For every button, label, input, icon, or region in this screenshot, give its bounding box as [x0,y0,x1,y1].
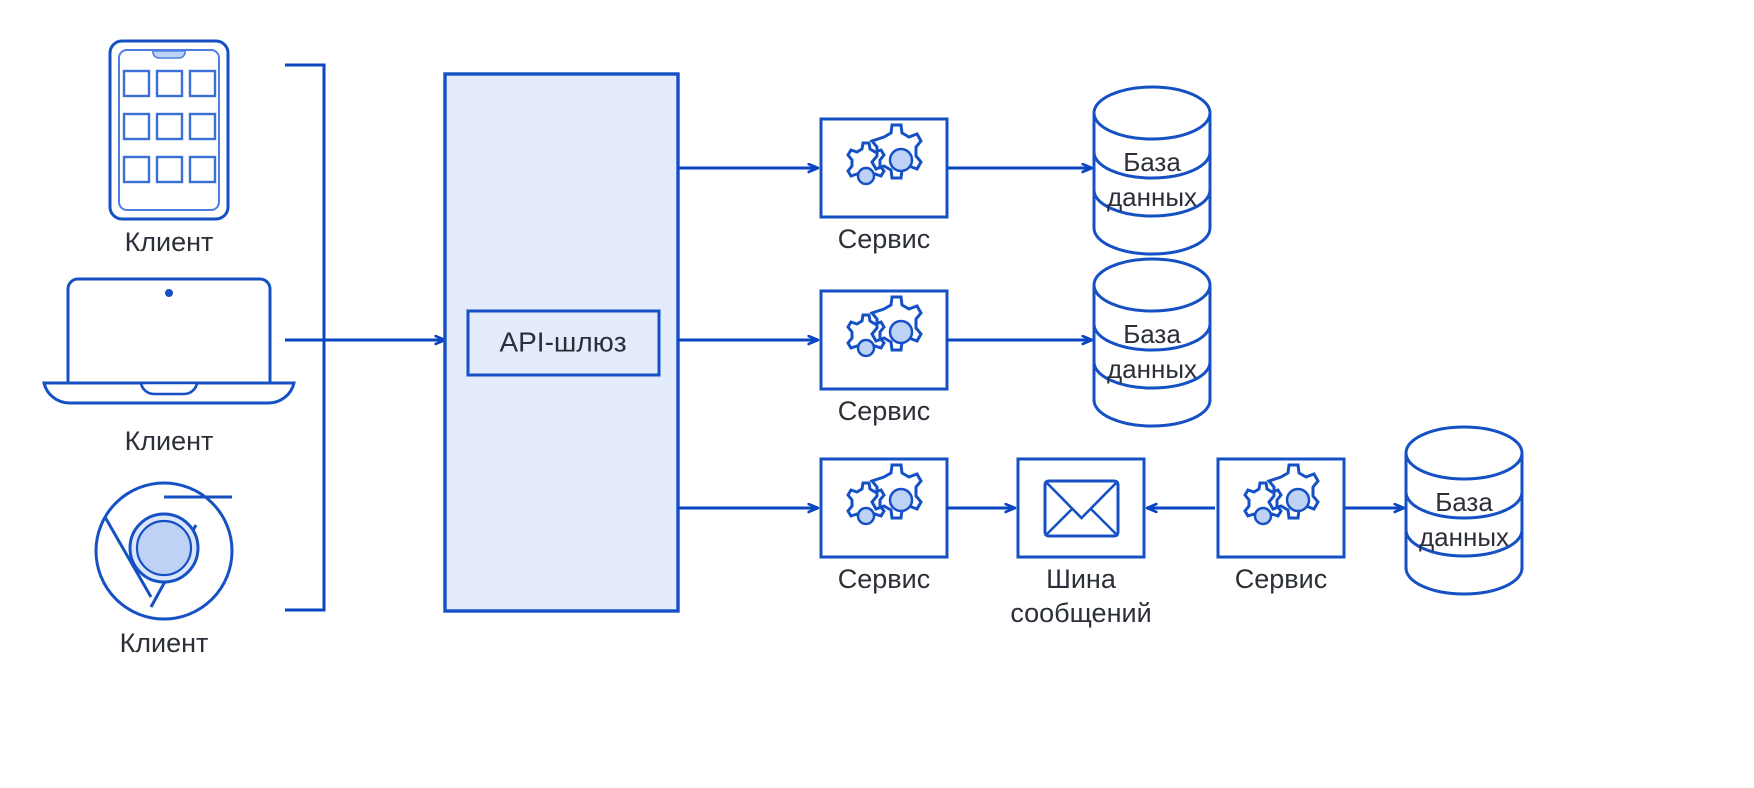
client-laptop: Клиент [42,277,296,456]
clients-bracket [285,63,326,612]
browser-icon [94,481,234,621]
client-browser-label: Клиент [120,628,209,658]
gears-icon [1243,463,1320,526]
database-1: База данных [1092,85,1212,256]
service-1: Сервис [819,117,949,254]
service-3-label: Сервис [838,564,930,594]
gears-icon [846,463,923,526]
database-2: База данных [1092,257,1212,428]
gears-icon [846,123,923,186]
client-mobile: Клиент [108,39,230,257]
smartphone-icon [108,39,230,221]
laptop-icon [42,277,296,405]
envelope-icon [1043,479,1120,538]
api-gateway-label: API-шлюз [499,326,626,357]
database-1-label-line2: данных [1107,182,1197,212]
client-laptop-label: Клиент [125,426,214,456]
message-bus-label-line2: сообщений [1010,598,1151,628]
service-4: Сервис [1216,457,1346,594]
service-3: Сервис [819,457,949,594]
client-mobile-label: Клиент [125,227,214,257]
service-1-label: Сервис [838,224,930,254]
gears-icon [846,295,923,358]
service-2-label: Сервис [838,396,930,426]
service-2: Сервис [819,289,949,426]
client-browser: Клиент [94,481,234,658]
database-3-label-line2: данных [1419,522,1509,552]
database-2-label-line2: данных [1107,354,1197,384]
database-3: База данных [1404,425,1524,596]
message-bus: Шина сообщений [1010,457,1152,628]
message-bus-label-line1: Шина [1046,564,1117,594]
api-gateway: API-шлюз [443,72,680,613]
database-2-label-line1: База [1123,319,1181,349]
database-1-label-line1: База [1123,147,1181,177]
database-3-label-line1: База [1435,487,1493,517]
service-4-label: Сервис [1235,564,1327,594]
